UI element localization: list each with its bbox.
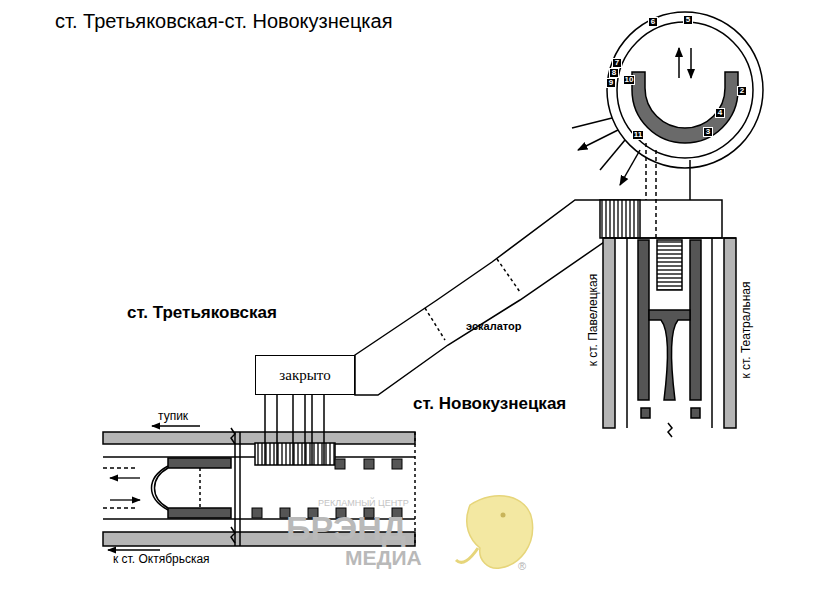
number-text: 5 bbox=[686, 16, 690, 24]
callout-number: 7 bbox=[612, 58, 622, 68]
number-text: 9 bbox=[609, 79, 613, 87]
train-arrows bbox=[103, 426, 200, 550]
number-text: 3 bbox=[706, 128, 710, 136]
station-label: ст. Новокузнецкая bbox=[413, 395, 566, 414]
number-text: 6 bbox=[651, 18, 655, 26]
number-text: 11 bbox=[634, 131, 642, 139]
number-text: 4 bbox=[718, 109, 722, 117]
station-label: тупик bbox=[158, 410, 188, 423]
hall-wall bbox=[168, 458, 231, 468]
title: ст. Третьяковская-ст. Новокузнецкая bbox=[55, 10, 393, 32]
elephant-head bbox=[467, 496, 533, 569]
callout-number: 11 bbox=[632, 130, 644, 140]
stairs bbox=[600, 200, 640, 238]
callout-number: 6 bbox=[648, 17, 658, 27]
watermark-logo bbox=[456, 496, 533, 569]
section-line bbox=[425, 308, 445, 340]
track-wall bbox=[103, 432, 415, 444]
novokuznetskaya-platform bbox=[603, 238, 736, 437]
number-text: 10 bbox=[625, 76, 634, 84]
station-label: ст. Третьяковская bbox=[127, 304, 277, 323]
break-line bbox=[239, 432, 241, 546]
direction-label: к ст. Павелецкая bbox=[587, 272, 600, 368]
number-text: 2 bbox=[740, 87, 744, 95]
elephant-eye bbox=[501, 513, 506, 518]
passages bbox=[265, 395, 324, 465]
callout-number: 2 bbox=[737, 86, 747, 96]
watermark-text: МЕДИА bbox=[345, 546, 422, 569]
callout-number: 9 bbox=[606, 78, 616, 88]
callout-number: 4 bbox=[715, 108, 725, 118]
hall-box: закрыто bbox=[255, 355, 355, 395]
callout-number: 10 bbox=[623, 75, 635, 85]
callout-number: 3 bbox=[703, 127, 713, 137]
dead-end-arch bbox=[152, 466, 169, 510]
watermark-text: ® bbox=[518, 560, 526, 572]
direction-label: к ст. Театральная bbox=[740, 279, 753, 380]
break-line bbox=[234, 432, 236, 546]
number-text: 7 bbox=[615, 59, 619, 67]
hidden-line bbox=[199, 468, 201, 508]
hall-text: закрыто bbox=[279, 368, 330, 383]
station-label: к ст. Октябрьская bbox=[113, 553, 210, 566]
callout-number: 8 bbox=[609, 68, 619, 78]
callout-number: 5 bbox=[683, 15, 693, 25]
elephant-trunk bbox=[456, 548, 478, 562]
watermark-text: РЕКЛАМНЫЙ ЦЕНТР bbox=[318, 499, 409, 509]
station-label: эскалатор bbox=[466, 320, 521, 332]
section-line bbox=[497, 259, 520, 292]
number-text: 8 bbox=[612, 69, 616, 77]
cut-line bbox=[414, 432, 416, 546]
watermark-text: БРЭНД bbox=[286, 510, 406, 547]
hall-wall bbox=[168, 508, 231, 518]
stairs bbox=[255, 443, 335, 465]
round-vestibule bbox=[572, 12, 763, 238]
